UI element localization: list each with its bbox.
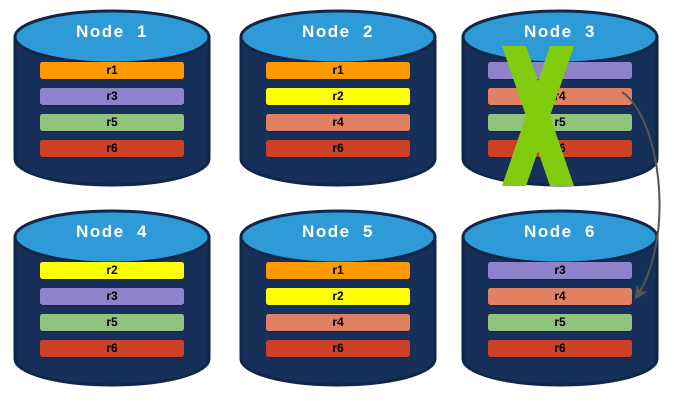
- record-bar-label: r6: [106, 141, 118, 155]
- record-bar-r3[interactable]: r3: [488, 262, 632, 279]
- record-bar-label: r4: [332, 315, 344, 329]
- record-bar-list: r3 r4 r5 r6: [488, 262, 632, 366]
- record-bar-list: r1 r3 r5 r6: [40, 62, 184, 166]
- record-bar-label: r6: [554, 141, 566, 155]
- record-bar-label: r2: [106, 263, 118, 277]
- record-bar-label: r3: [106, 289, 118, 303]
- record-bar-r6[interactable]: r6: [40, 340, 184, 357]
- cylinder-top-ellipse: [461, 9, 659, 65]
- record-bar-r1[interactable]: r1: [266, 62, 410, 79]
- record-bar-r2[interactable]: r2: [266, 288, 410, 305]
- record-bar-r2[interactable]: r2: [266, 88, 410, 105]
- record-bar-label: r5: [554, 115, 566, 129]
- record-bar-label: r4: [332, 115, 344, 129]
- record-bar-r5[interactable]: r5: [40, 314, 184, 331]
- record-bar-r1[interactable]: r1: [266, 262, 410, 279]
- record-bar-label: r4: [554, 289, 566, 303]
- record-bar-list: r1 r2 r4 r6: [266, 62, 410, 166]
- record-bar-label: r5: [554, 315, 566, 329]
- cylinder-top-ellipse: [239, 209, 437, 265]
- record-bar-r5[interactable]: r5: [40, 114, 184, 131]
- record-bar-label: r4: [554, 89, 566, 103]
- record-bar-r4[interactable]: r4: [488, 88, 632, 105]
- record-bar-r6[interactable]: r6: [488, 140, 632, 157]
- record-bar-label: r3: [106, 89, 118, 103]
- record-bar-r1[interactable]: r1: [40, 62, 184, 79]
- cylinder-top-ellipse: [461, 209, 659, 265]
- record-bar-label: r3: [554, 263, 566, 277]
- record-bar-label: r6: [106, 341, 118, 355]
- record-bar-label: r1: [332, 63, 344, 77]
- record-bar-r4[interactable]: r4: [488, 288, 632, 305]
- record-bar-r2[interactable]: r2: [40, 262, 184, 279]
- record-bar-r5[interactable]: r5: [488, 114, 632, 131]
- cylinder-top-ellipse: [239, 9, 437, 65]
- cylinder-top-ellipse: [13, 9, 211, 65]
- record-bar-r6[interactable]: r6: [488, 340, 632, 357]
- cylinder-top-ellipse: [13, 209, 211, 265]
- record-bar-label: r3: [554, 63, 566, 77]
- record-bar-label: r2: [332, 89, 344, 103]
- record-bar-r6[interactable]: r6: [40, 140, 184, 157]
- record-bar-r6[interactable]: r6: [266, 340, 410, 357]
- record-bar-label: r6: [332, 141, 344, 155]
- record-bar-list: r2 r3 r5 r6: [40, 262, 184, 366]
- record-bar-label: r6: [554, 341, 566, 355]
- record-bar-r4[interactable]: r4: [266, 314, 410, 331]
- record-bar-r3[interactable]: r3: [488, 62, 632, 79]
- record-bar-r4[interactable]: r4: [266, 114, 410, 131]
- record-bar-label: r5: [106, 315, 118, 329]
- record-bar-label: r5: [106, 115, 118, 129]
- record-bar-label: r2: [332, 289, 344, 303]
- record-bar-label: r1: [106, 63, 118, 77]
- record-bar-r6[interactable]: r6: [266, 140, 410, 157]
- record-bar-r3[interactable]: r3: [40, 288, 184, 305]
- record-bar-label: r1: [332, 263, 344, 277]
- record-bar-r3[interactable]: r3: [40, 88, 184, 105]
- record-bar-list: r3 r4 r5 r6: [488, 62, 632, 166]
- record-bar-list: r1 r2 r4 r6: [266, 262, 410, 366]
- record-bar-r5[interactable]: r5: [488, 314, 632, 331]
- record-bar-label: r6: [332, 341, 344, 355]
